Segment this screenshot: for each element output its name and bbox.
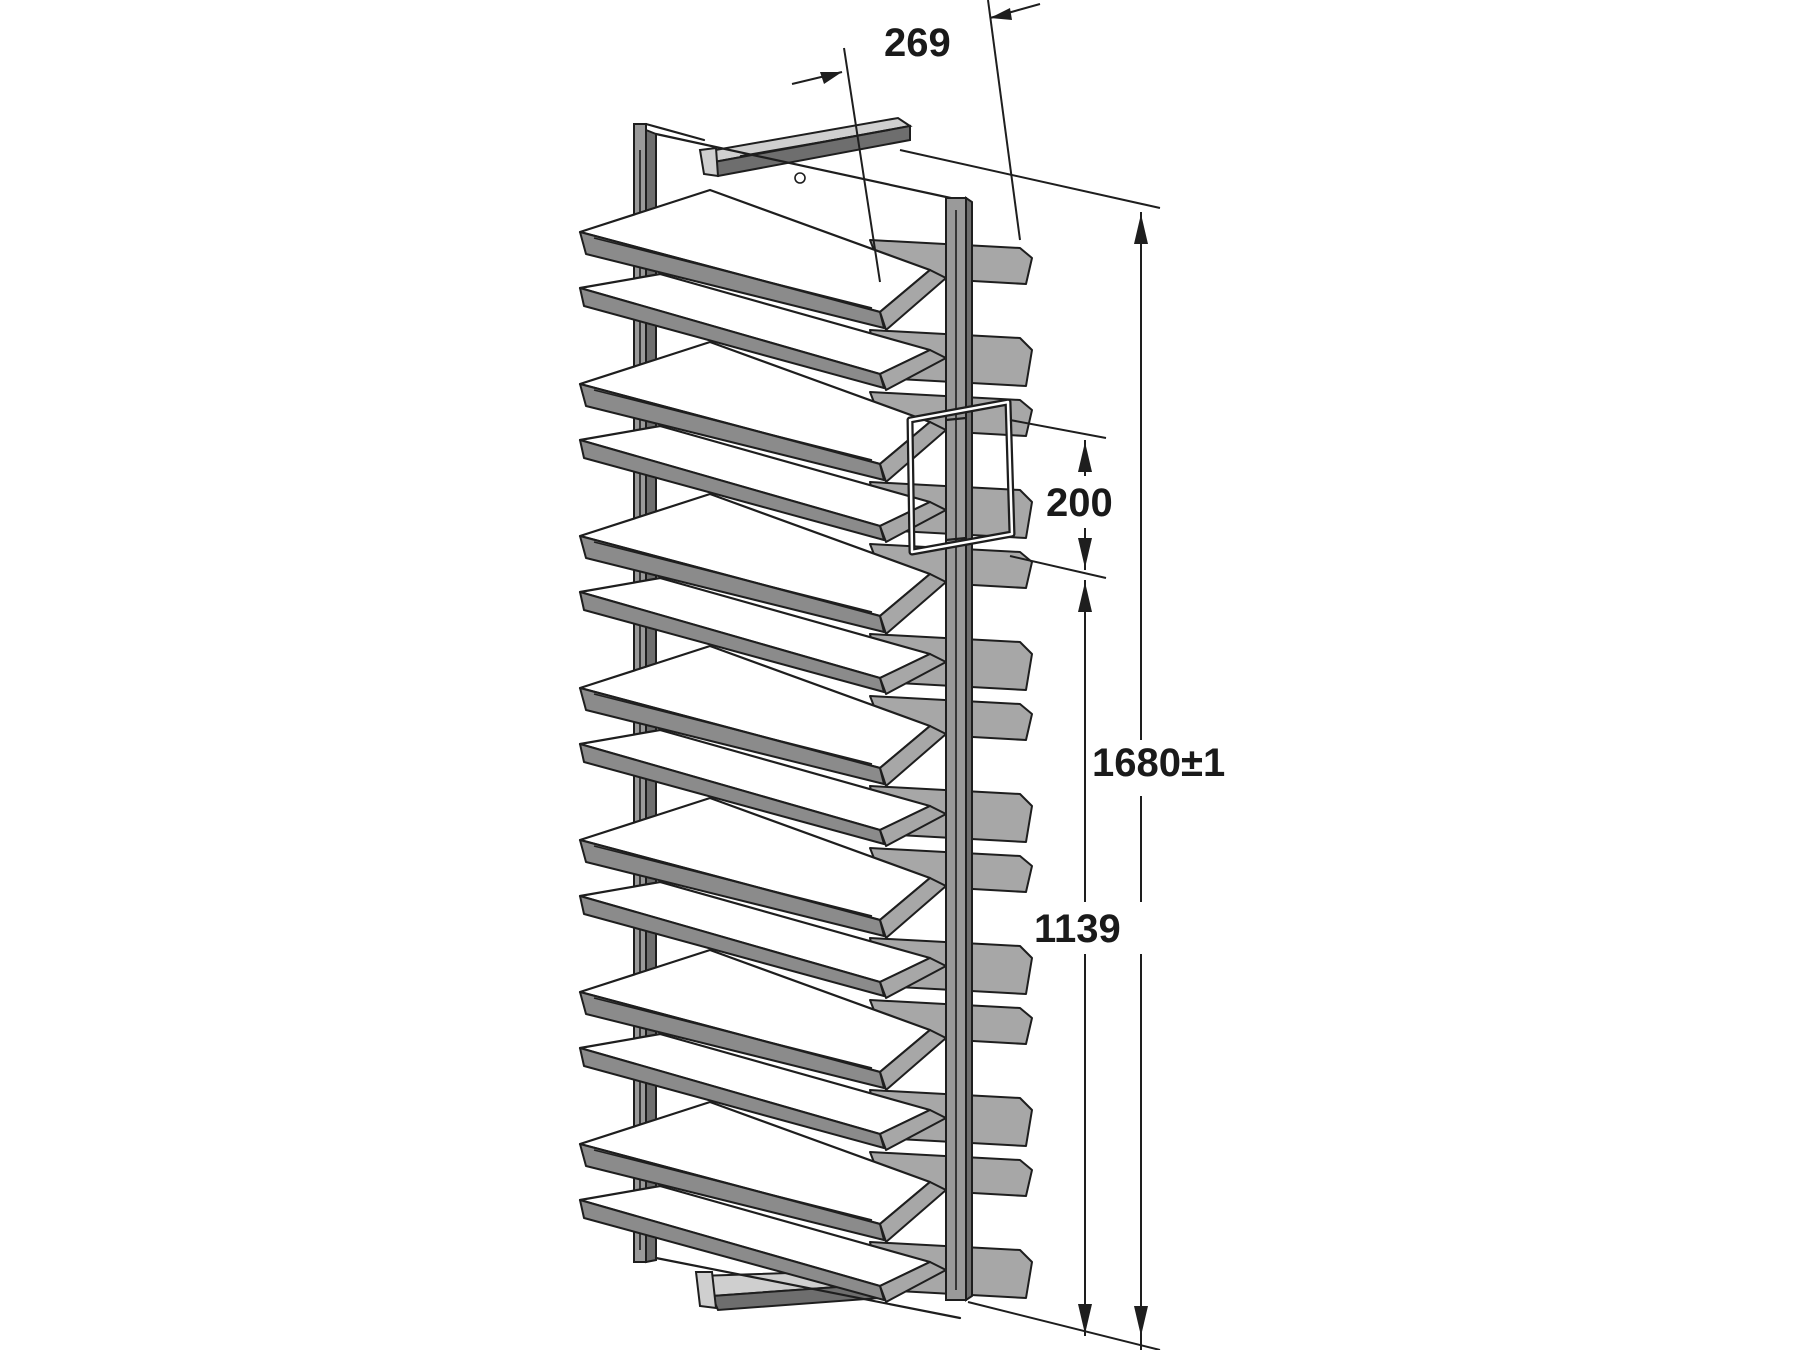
tray-front-rail <box>593 845 873 917</box>
top-mounting-arm <box>644 116 962 202</box>
tray-front-rail <box>593 541 873 613</box>
tray-front-rail <box>593 389 873 461</box>
tray-front-rail <box>593 693 873 765</box>
tray-lower-lip <box>579 1047 885 1149</box>
lower-height-dimension: 1139 <box>1030 580 1142 1336</box>
front-upright <box>945 196 973 1302</box>
tray-front <box>578 644 947 787</box>
overall-height-dimension: 1680±1 <box>899 149 1238 1350</box>
tray-front <box>578 188 947 331</box>
tray-spacing-label: 200 <box>1046 481 1113 525</box>
tray-front <box>578 492 947 635</box>
tray-front-rail <box>593 1149 873 1221</box>
tray-lower-lip <box>579 439 885 541</box>
lower-height-label: 1139 <box>1034 907 1121 951</box>
depth-dimension: 269 <box>791 0 1041 283</box>
tray-front <box>578 796 947 939</box>
tray-lower-lip <box>579 743 885 845</box>
tray-lower <box>578 272 947 391</box>
depth-dimension-label: 269 <box>884 21 951 65</box>
tray-lower-lip <box>579 895 885 997</box>
tray-lower <box>578 728 947 847</box>
tray-front-rail <box>593 997 873 1069</box>
tray-lower-lip <box>579 287 885 389</box>
overall-height-label: 1680±1 <box>1092 741 1225 785</box>
tray-lower <box>578 576 947 695</box>
tray-lower-lip <box>579 591 885 693</box>
rotation-handle <box>906 398 1016 556</box>
tray-front <box>578 948 947 1091</box>
tray-lower-lip <box>579 1199 885 1301</box>
tray-spacing-dimension: 200 <box>1009 419 1130 579</box>
tray-front <box>578 1100 947 1243</box>
tray-lower <box>578 1184 947 1303</box>
tray-front-rail <box>593 237 873 309</box>
